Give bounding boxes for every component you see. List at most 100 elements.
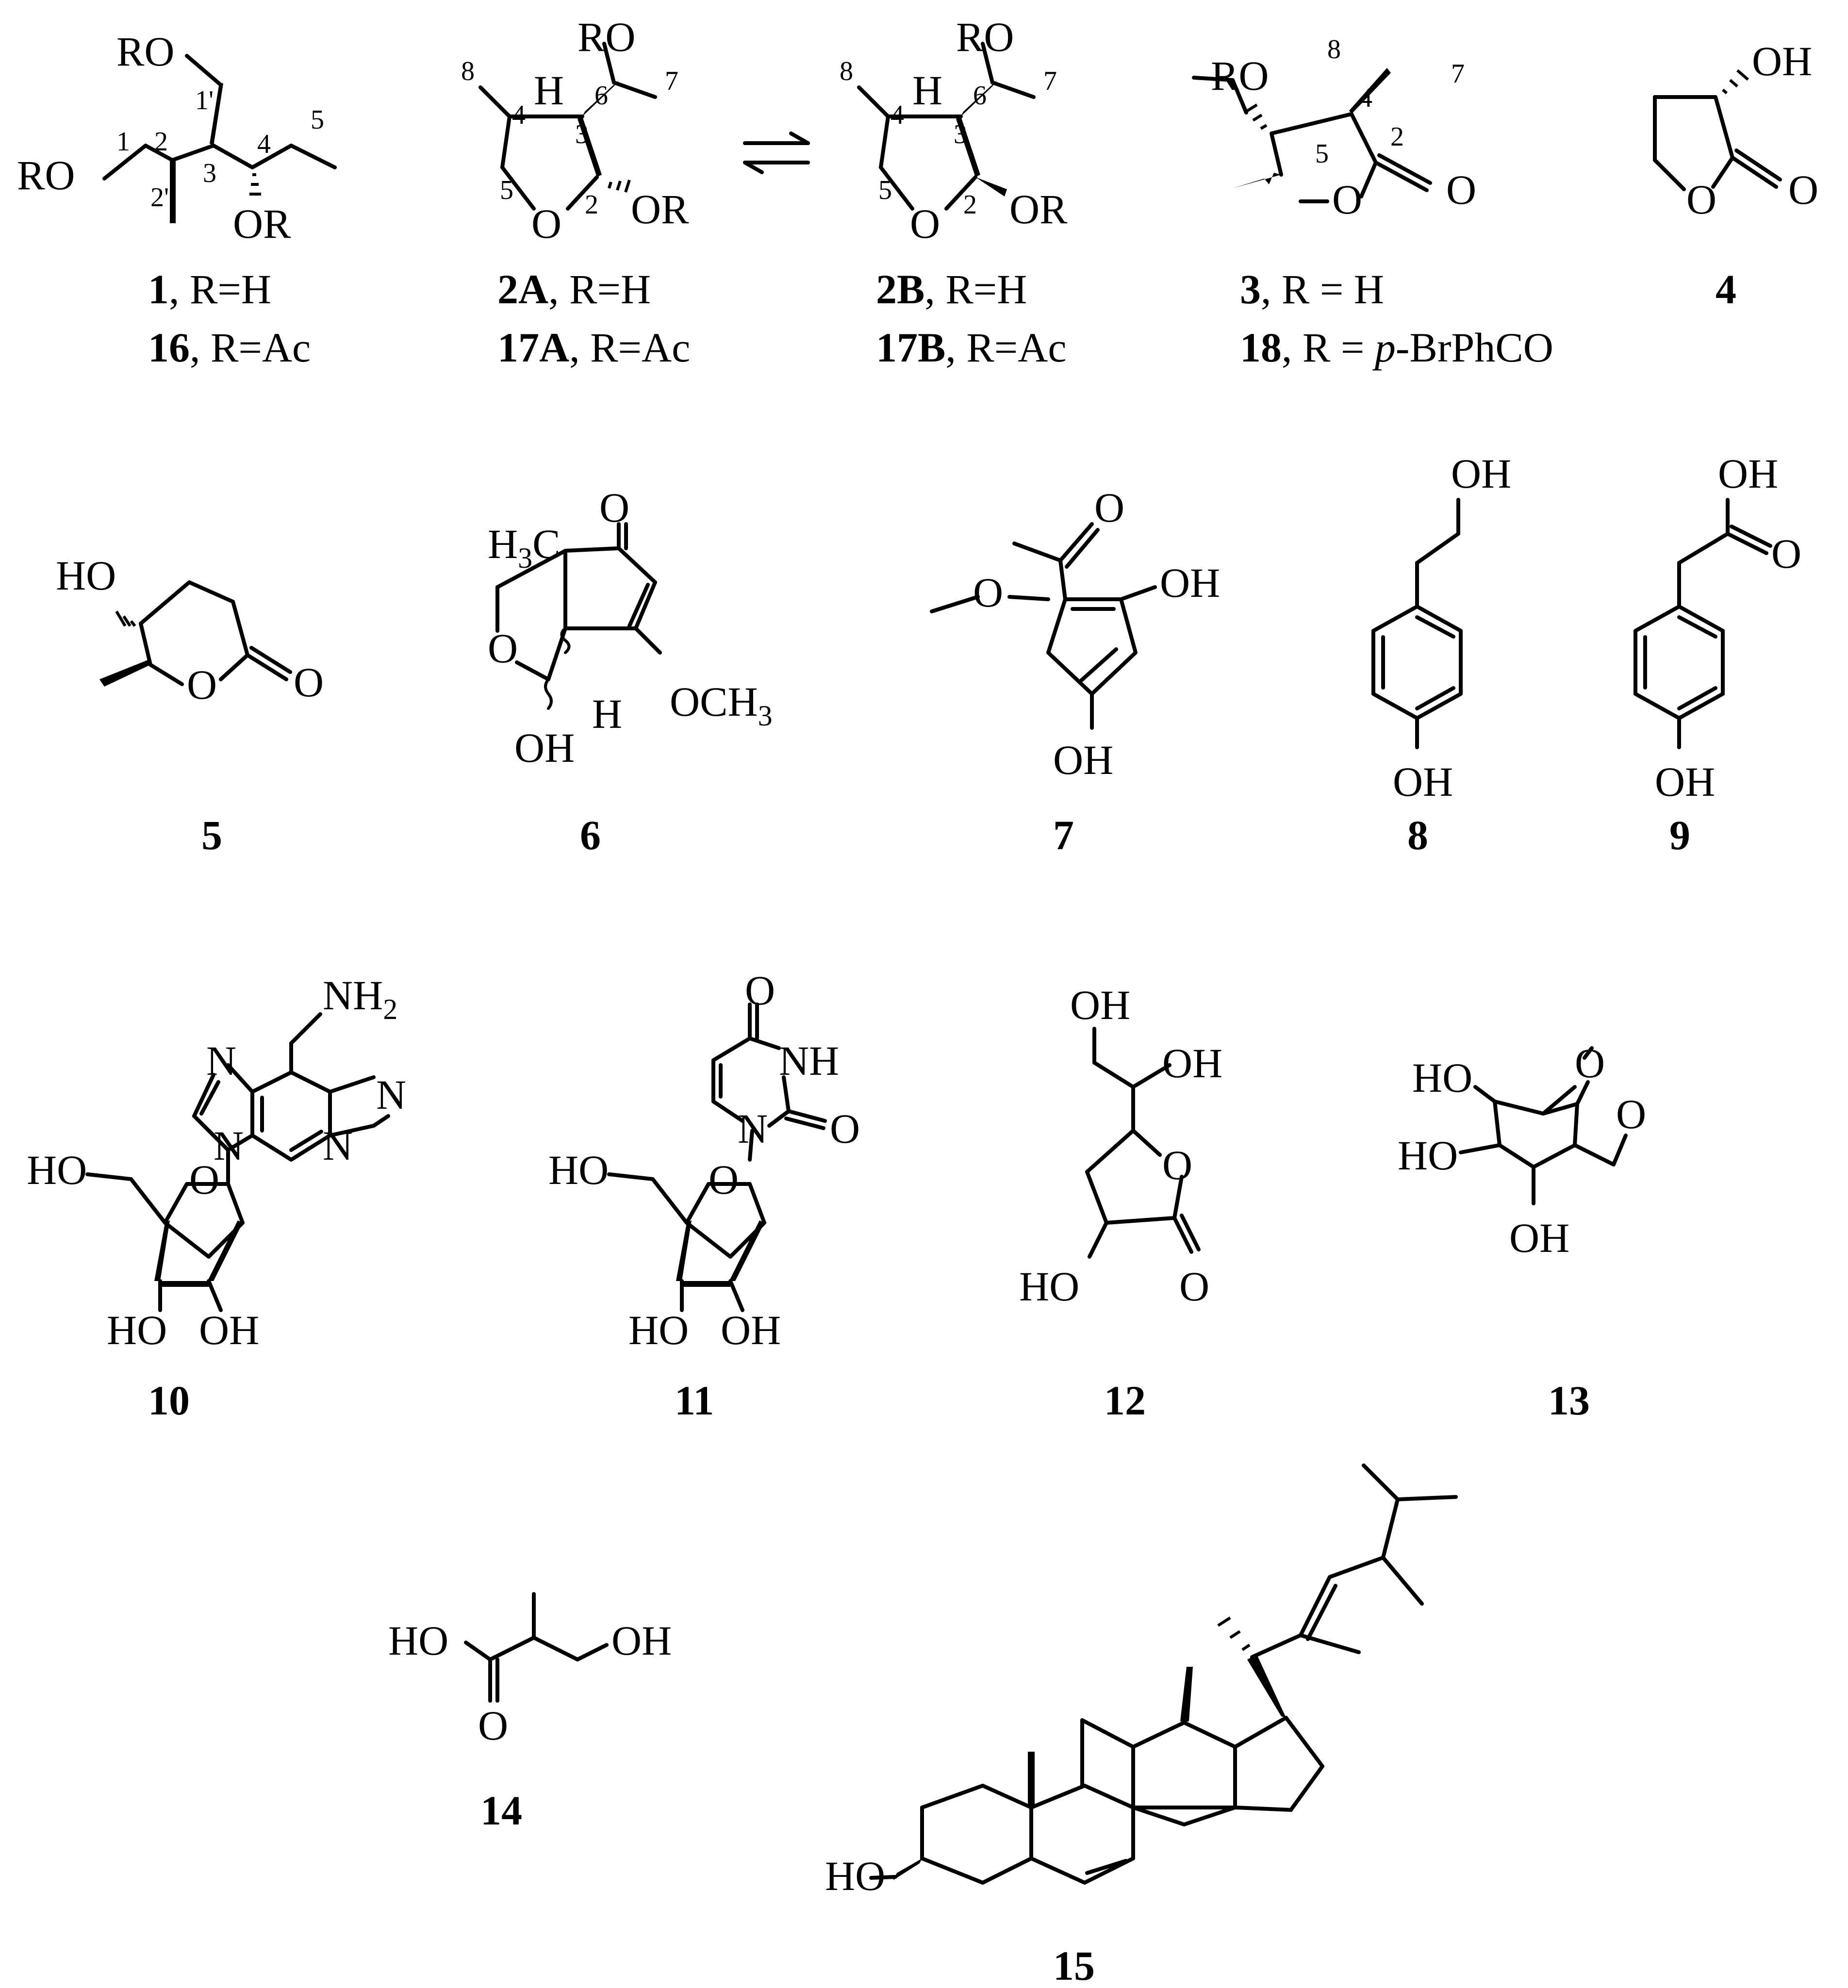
compound-2a-structure: RO H O OR 8 4 3 5 2 6 7 2A, R=H 17A, R=A…	[461, 14, 690, 371]
atom-label-ho: HO	[107, 1307, 167, 1353]
atom-label-oh: OH	[1393, 758, 1453, 805]
caption-compound-9: 9	[1669, 812, 1690, 858]
compound-9-structure: OH O OH 9	[1634, 450, 1801, 858]
atom-label-oh: OH	[1053, 737, 1113, 783]
compound-13-structure: O O HO HO OH 13	[1398, 1040, 1646, 1424]
atom-label-o: O	[1575, 1040, 1605, 1086]
compound-15-structure: HO 15	[825, 1463, 1458, 1988]
atom-label-o: O	[1332, 176, 1362, 223]
atom-label-or: OR	[1009, 186, 1068, 232]
atom-label-ho: HO	[1412, 1054, 1472, 1101]
compound-14-structure: HO OH O 14	[388, 1592, 672, 1834]
atom-label-nh: NH	[779, 1037, 839, 1084]
compound-2b-structure: RO H O OR 8 4 3 5 2 6 7 2B, R=H 17B, R=A…	[840, 14, 1068, 371]
caption-compound-16: 16, R=Ac	[148, 324, 311, 371]
atom-label-ho: HO	[548, 1147, 609, 1193]
atom-label-oh: OH	[514, 724, 575, 771]
caption-compound-8: 8	[1407, 812, 1428, 858]
compound-6-structure: O O H3C H OH OCH3 6	[488, 484, 773, 858]
atom-label-n: N	[738, 1105, 768, 1152]
atom-label-o: O	[294, 659, 324, 706]
position-label: 7	[665, 66, 678, 96]
compound-3-structure: RO O O 8 4 7 5 2 3, R = H 18, R = p-BrPh…	[1192, 34, 1553, 371]
atom-label-n: N	[323, 1122, 353, 1169]
atom-label-o: O	[478, 1702, 508, 1749]
atom-label-oh: OH	[1509, 1215, 1569, 1261]
caption-compound-6: 6	[580, 812, 601, 858]
atom-label-o: O	[910, 200, 940, 247]
caption-compound-15: 15	[1053, 1942, 1095, 1988]
position-label: 3	[575, 119, 589, 149]
position-label: 4	[1359, 83, 1372, 113]
atom-label-ro: RO	[1211, 52, 1269, 99]
compound-11-structure: O NH O N O HO HO OH 11	[548, 967, 860, 1424]
atom-label-n: N	[214, 1122, 244, 1169]
atom-label-n: N	[206, 1037, 236, 1084]
position-label: 2	[585, 190, 598, 220]
position-label: 2	[154, 127, 168, 157]
atom-label-o: O	[189, 1156, 219, 1203]
position-label: 4	[891, 100, 904, 130]
atom-label-o: O	[531, 200, 561, 247]
atom-label-ho: HO	[628, 1307, 689, 1353]
position-label: 4	[257, 129, 271, 159]
position-label: 8	[461, 56, 475, 86]
position-label: 3	[954, 119, 967, 149]
atom-label-o: O	[1179, 1263, 1209, 1310]
compound-4-structure: OH O O 4	[1653, 38, 1818, 312]
atom-label-ho: HO	[1398, 1132, 1458, 1179]
atom-label-or: OR	[631, 186, 689, 232]
atom-label-o: O	[187, 661, 217, 708]
compound-8-structure: OH OH 8	[1371, 450, 1511, 858]
atom-label-or: OR	[233, 200, 291, 247]
atom-label-ro: RO	[578, 14, 635, 60]
position-label: 3	[203, 158, 216, 188]
atom-label-o: O	[1788, 166, 1818, 213]
atom-label-ho: HO	[388, 1617, 448, 1664]
position-label: 7	[1043, 66, 1057, 96]
position-label: 5	[311, 105, 324, 135]
position-label: 5	[1315, 139, 1329, 169]
position-label: 5	[500, 175, 513, 205]
atom-label-o: O	[1771, 530, 1801, 577]
compound-12-structure: OH OH O HO O 12	[1019, 982, 1222, 1424]
position-label: 5	[878, 175, 892, 205]
atom-label-o: O	[599, 484, 629, 531]
position-label: 8	[840, 56, 853, 86]
caption-compound-18: 18, R = p-BrPhCO	[1240, 324, 1553, 371]
atom-label-o: O	[1162, 1142, 1192, 1188]
atom-label-o: O	[1094, 484, 1124, 531]
position-label: 1'	[195, 85, 214, 115]
atom-label-o: O	[488, 625, 518, 672]
atom-label-o: O	[745, 967, 775, 1014]
atom-label-ho: HO	[56, 552, 116, 599]
position-label: 6	[594, 81, 608, 111]
compound-5-structure: HO O O 5	[56, 552, 324, 858]
compound-7-structure: O O OH OH 7	[930, 484, 1220, 858]
atom-label-o: O	[1686, 176, 1716, 223]
position-label: 7	[1451, 59, 1465, 89]
caption-compound-10: 10	[148, 1377, 190, 1424]
atom-label-oh: OH	[1655, 758, 1715, 805]
atom-label-oh: OH	[1070, 982, 1130, 1028]
atom-label-h: H	[592, 690, 622, 737]
compound-1-structure: RO RO OR 1 2 3 4 5 1' 2' 1, R=H 16, R=Ac	[17, 28, 337, 371]
caption-compound-3: 3, R = H	[1240, 266, 1384, 312]
atom-label-o: O	[709, 1156, 739, 1203]
caption-compound-13: 13	[1548, 1377, 1590, 1424]
atom-label-och3: OCH3	[670, 678, 773, 732]
atom-label-h: H	[534, 67, 564, 114]
position-label: 2'	[150, 182, 169, 213]
atom-label-oh: OH	[1451, 450, 1511, 497]
compound-10-structure: O N N N N NH2 HO HO OH 10	[27, 972, 406, 1424]
position-label: 1	[116, 127, 130, 157]
atom-label-oh: OH	[199, 1307, 259, 1353]
atom-label-h: H	[912, 67, 942, 114]
atom-label-o: O	[1616, 1091, 1646, 1137]
atom-label-o: O	[830, 1105, 860, 1152]
atom-label-ro: RO	[956, 14, 1014, 60]
caption-compound-4: 4	[1716, 266, 1736, 312]
atom-label-o: O	[973, 569, 1003, 616]
